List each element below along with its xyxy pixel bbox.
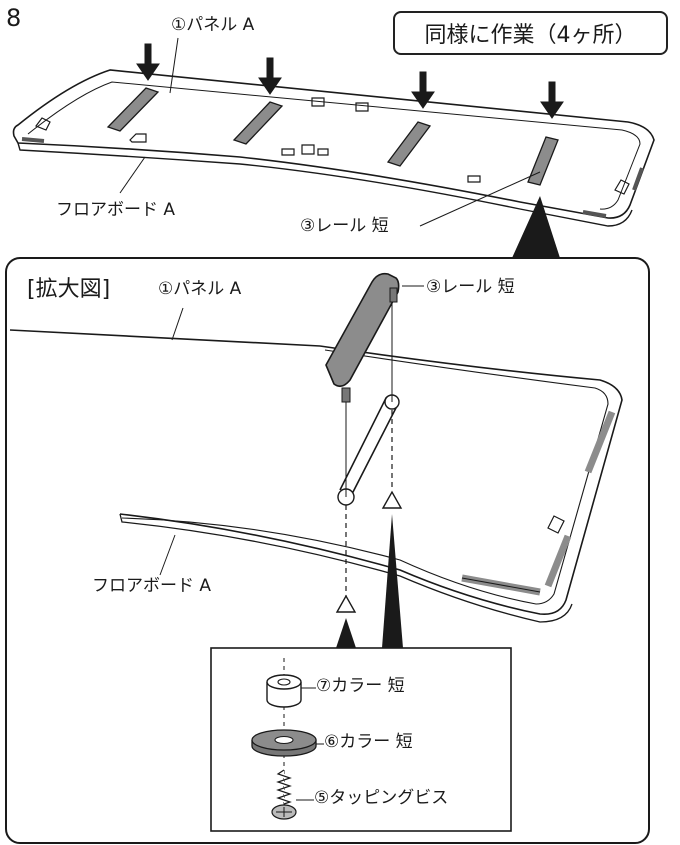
- collar-short-7-icon: [266, 674, 302, 708]
- detail-title: [拡大図]: [27, 277, 111, 302]
- floorboard-overview: [12, 69, 655, 219]
- rails-overview: [106, 87, 559, 186]
- arrow-down-icon: [411, 71, 435, 109]
- label-floorboard-a-detail: フロアボード A: [92, 576, 212, 596]
- label-panel-a-detail: ①パネル A: [158, 279, 242, 299]
- rail-4: [527, 136, 559, 186]
- overview-drawing: [12, 69, 655, 227]
- step-number: 8: [6, 4, 22, 32]
- arrow-down-icon: [540, 81, 564, 119]
- label-collar-short-6: ⑥カラー 短: [324, 732, 413, 752]
- arrow-down-icon: [136, 43, 160, 81]
- rail-short-detail: [325, 272, 400, 403]
- rail-slot: [337, 395, 399, 499]
- label-rail-short-detail: ③レール 短: [426, 277, 515, 297]
- label-rail-short-top: ③レール 短: [300, 216, 389, 236]
- floorboard-front-edge: [17, 142, 633, 227]
- floorboard-inner-rim: [27, 81, 641, 210]
- label-collar-short-7: ⑦カラー 短: [316, 676, 405, 696]
- label-floorboard-a-top: フロアボード A: [56, 200, 176, 220]
- floorboard-detail: [119, 345, 623, 623]
- press-arrows: [136, 43, 564, 119]
- arrow-down-icon: [258, 57, 282, 95]
- zoom-pointer: [512, 196, 560, 258]
- rail-3: [386, 121, 432, 167]
- triangle-marker: [335, 594, 357, 613]
- detail-frame: [5, 257, 650, 844]
- repeat-note: 同様に作業（4ヶ所）: [393, 11, 668, 55]
- rail-2: [232, 101, 284, 145]
- label-tapping-screw-5: ⑤タッピングビス: [314, 788, 449, 808]
- panel-edge-detail: [9, 329, 321, 347]
- repeat-note-text: 同様に作業（4ヶ所）: [424, 23, 637, 48]
- collar-short-6-icon: [251, 729, 317, 757]
- tapping-screw-5-icon: [271, 769, 297, 820]
- triangle-marker: [381, 490, 403, 509]
- label-panel-a-top: ①パネル A: [171, 15, 255, 35]
- rail-1: [106, 87, 160, 132]
